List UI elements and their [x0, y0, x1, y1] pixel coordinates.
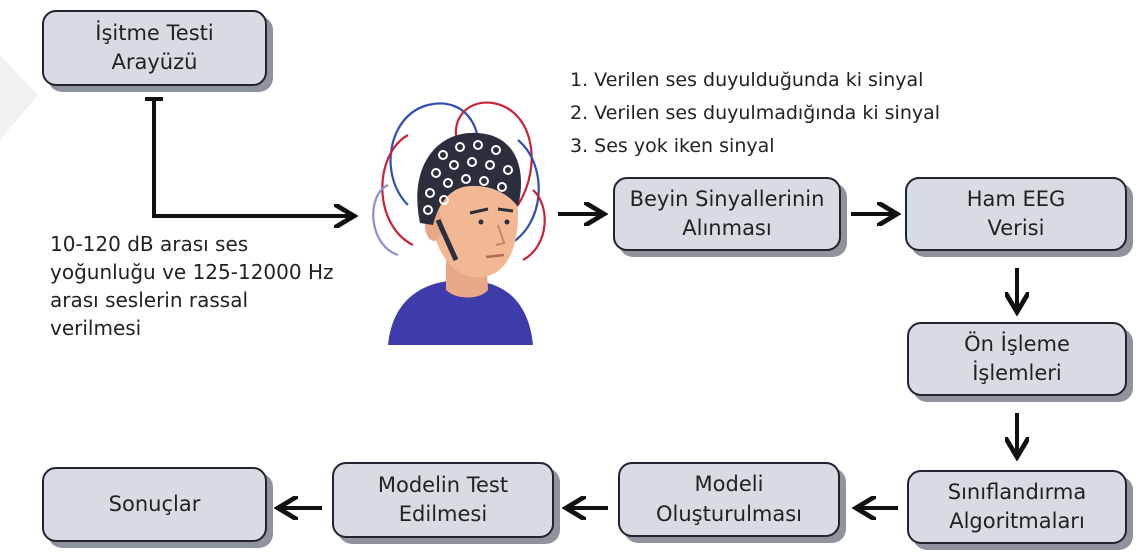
- signal-type-item: 3. Ses yok iken sinyal: [570, 135, 775, 157]
- signal-type-item: 1. Verilen ses duyulduğunda ki sinyal: [570, 69, 924, 91]
- box-model-testing: Modelin Test Edilmesi: [332, 462, 554, 538]
- box-raw-eeg: Ham EEG Verisi: [905, 177, 1127, 251]
- box-model-building: Modeli Oluşturulması: [618, 462, 840, 537]
- connector-interface-to-head: [145, 97, 350, 216]
- box-classification: Sınıflandırma Algoritmaları: [907, 470, 1127, 544]
- box-signal-acquisition: Beyin Sinyallerinin Alınması: [613, 177, 841, 251]
- box-results: Sonuçlar: [42, 467, 267, 542]
- box-preprocessing: Ön İşleme İşlemleri: [907, 322, 1127, 396]
- signal-type-item: 2. Verilen ses duyulmadığında ki sinyal: [570, 102, 941, 124]
- box-test-interface: İşitme Testi Arayüzü: [42, 10, 267, 86]
- watermark-shape: [0, 55, 38, 140]
- signal-types-list: 1. Verilen ses duyulduğunda ki sinyal 2.…: [570, 64, 940, 163]
- stimulus-description: 10-120 dB arası ses yoğunluğu ve 125-120…: [50, 232, 334, 340]
- eeg-cap-person-icon: [372, 101, 546, 345]
